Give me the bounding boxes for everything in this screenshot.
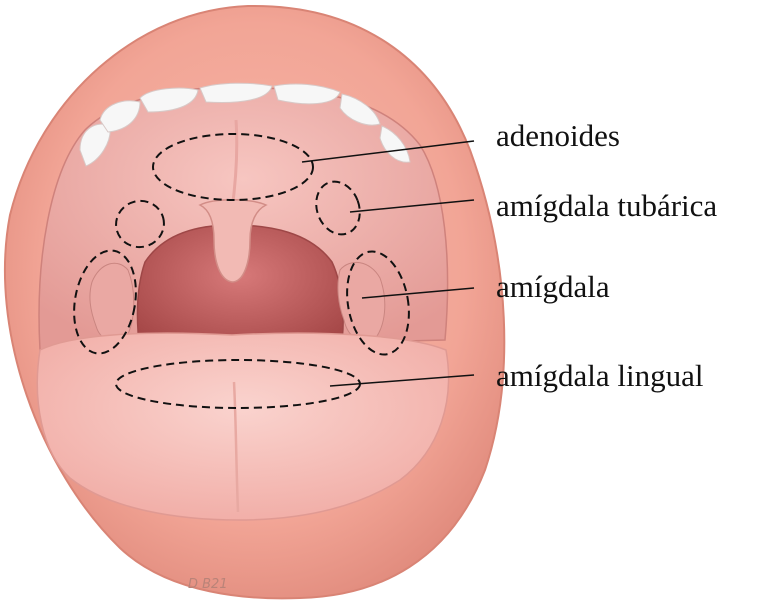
label-tubal-tonsil: amígdala tubárica	[496, 190, 717, 221]
label-palatine-tonsil: amígdala	[496, 271, 610, 302]
label-adenoids: adenoides	[496, 120, 620, 151]
label-lingual-tonsil: amígdala lingual	[496, 360, 703, 391]
artist-signature: D B21	[188, 577, 228, 592]
